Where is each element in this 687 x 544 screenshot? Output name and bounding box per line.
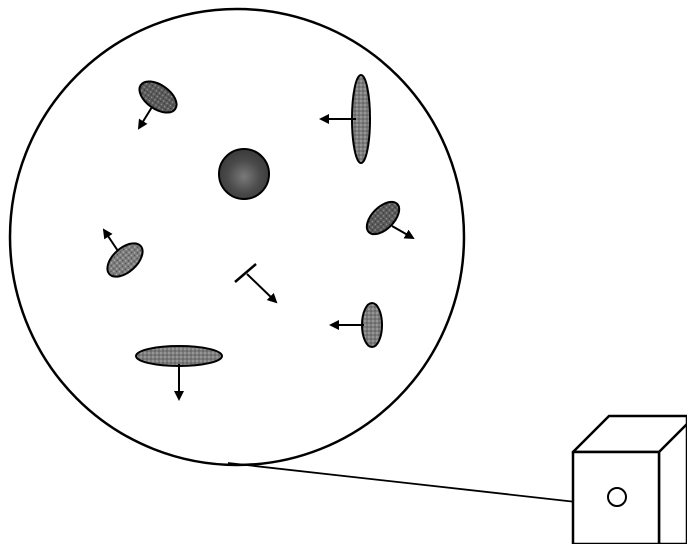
particle-5-body <box>101 237 148 283</box>
particle-1 <box>134 75 182 128</box>
particle-8 <box>136 346 222 399</box>
particle-1-body <box>134 75 182 119</box>
connection-line <box>228 463 612 506</box>
particle-3-ball <box>219 149 269 199</box>
particle-4-body <box>361 196 405 240</box>
particle-7-body <box>362 303 382 347</box>
particle-5 <box>101 230 148 283</box>
particle-4-arrow <box>392 226 413 238</box>
particle-1-arrow <box>139 107 152 128</box>
large-circle-boundary <box>10 9 464 465</box>
particle-6 <box>235 264 276 302</box>
particle-5-arrow <box>104 230 118 251</box>
camera-lens-icon <box>608 488 626 506</box>
particle-7 <box>331 303 382 347</box>
camera-cube <box>573 416 687 544</box>
particle-4 <box>361 196 413 240</box>
particle-6-arrow <box>247 274 276 302</box>
particle-2 <box>321 75 370 163</box>
particle-8-body <box>136 346 222 366</box>
